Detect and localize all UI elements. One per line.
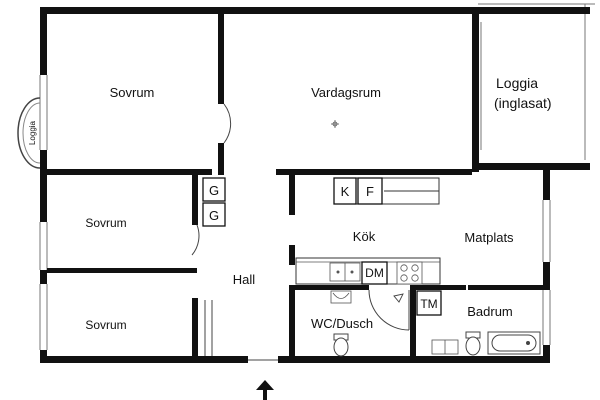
closet-g-1-label: G: [209, 183, 219, 198]
closet-g-1: G: [202, 177, 226, 202]
dishwasher-dm-label: DM: [365, 266, 384, 280]
windows: [39, 3, 595, 350]
closet-g-2: G: [202, 202, 226, 227]
room-label-sovrum-2: Sovrum: [85, 216, 126, 230]
fridge-k: K: [333, 177, 357, 205]
bathtub: [487, 331, 541, 355]
dishwasher-dm: DM: [361, 261, 388, 285]
washing-machine-tm-label: TM: [420, 297, 437, 311]
walls: [40, 7, 590, 363]
wc-sink: [330, 290, 352, 304]
bath-sink: [431, 339, 459, 355]
room-label-loggia-line2: (inglasat): [494, 95, 552, 111]
washing-machine-tm: TM: [416, 290, 442, 316]
room-label-sovrum-1: Sovrum: [110, 85, 155, 100]
freezer-f-label: F: [366, 184, 374, 199]
room-label-hall: Hall: [233, 272, 256, 287]
fridge-k-label: K: [341, 184, 350, 199]
doors: [191, 103, 410, 361]
side-loggia-bay: [17, 97, 41, 169]
room-label-loggia-side: Loggia: [28, 120, 37, 145]
freezer-f: F: [357, 177, 383, 205]
room-label-sovrum-3: Sovrum: [85, 318, 126, 332]
ceiling-light-mark: [331, 120, 339, 128]
room-label-kok: Kök: [353, 229, 376, 244]
closet-g-2-label: G: [209, 208, 219, 223]
room-label-wc-dusch: WC/Dusch: [311, 316, 373, 331]
stove: [396, 261, 423, 285]
entrance-arrow-icon: [256, 380, 274, 400]
room-label-matplats: Matplats: [464, 230, 514, 245]
wc-toilet: [333, 333, 349, 357]
room-label-loggia-line1: Loggia: [496, 75, 538, 91]
room-label-vardagsrum: Vardagsrum: [311, 85, 381, 100]
bath-toilet: [465, 331, 481, 356]
room-label-badrum: Badrum: [467, 304, 513, 319]
